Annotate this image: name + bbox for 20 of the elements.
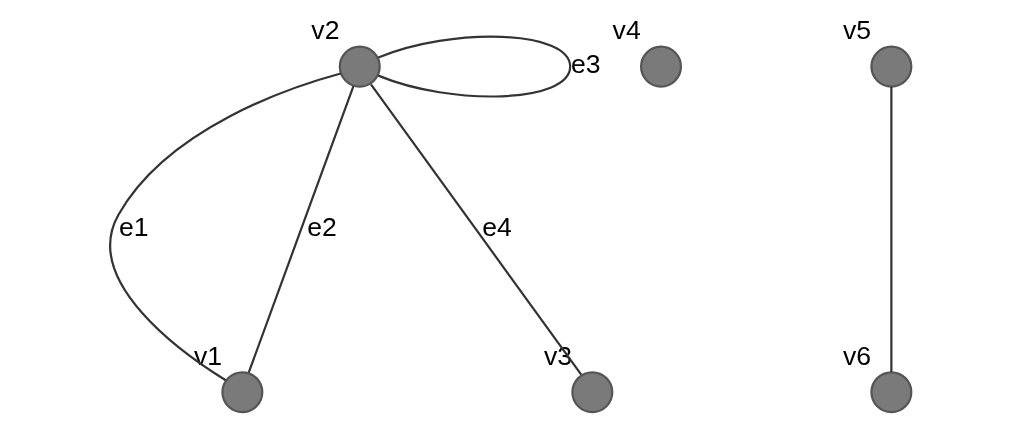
connector (370, 83, 583, 375)
connector (247, 85, 355, 373)
edge-label: e2 (307, 211, 337, 242)
node-circle (870, 45, 913, 88)
node-circle (571, 370, 614, 413)
node-label: v2 (311, 14, 340, 45)
edge-label: e1 (119, 211, 149, 242)
node-label: v6 (843, 340, 872, 371)
edge-label: e3 (570, 48, 601, 79)
node-circle (870, 370, 913, 413)
edge-label: e4 (482, 211, 512, 242)
connector (377, 35, 572, 97)
node-circle (221, 370, 264, 413)
node-label: v4 (612, 14, 641, 45)
node-circle (639, 45, 683, 88)
connector (109, 71, 341, 381)
node-label: v5 (843, 14, 872, 45)
node-label: v1 (193, 340, 223, 371)
connector (890, 86, 893, 372)
node-circle (338, 45, 381, 88)
